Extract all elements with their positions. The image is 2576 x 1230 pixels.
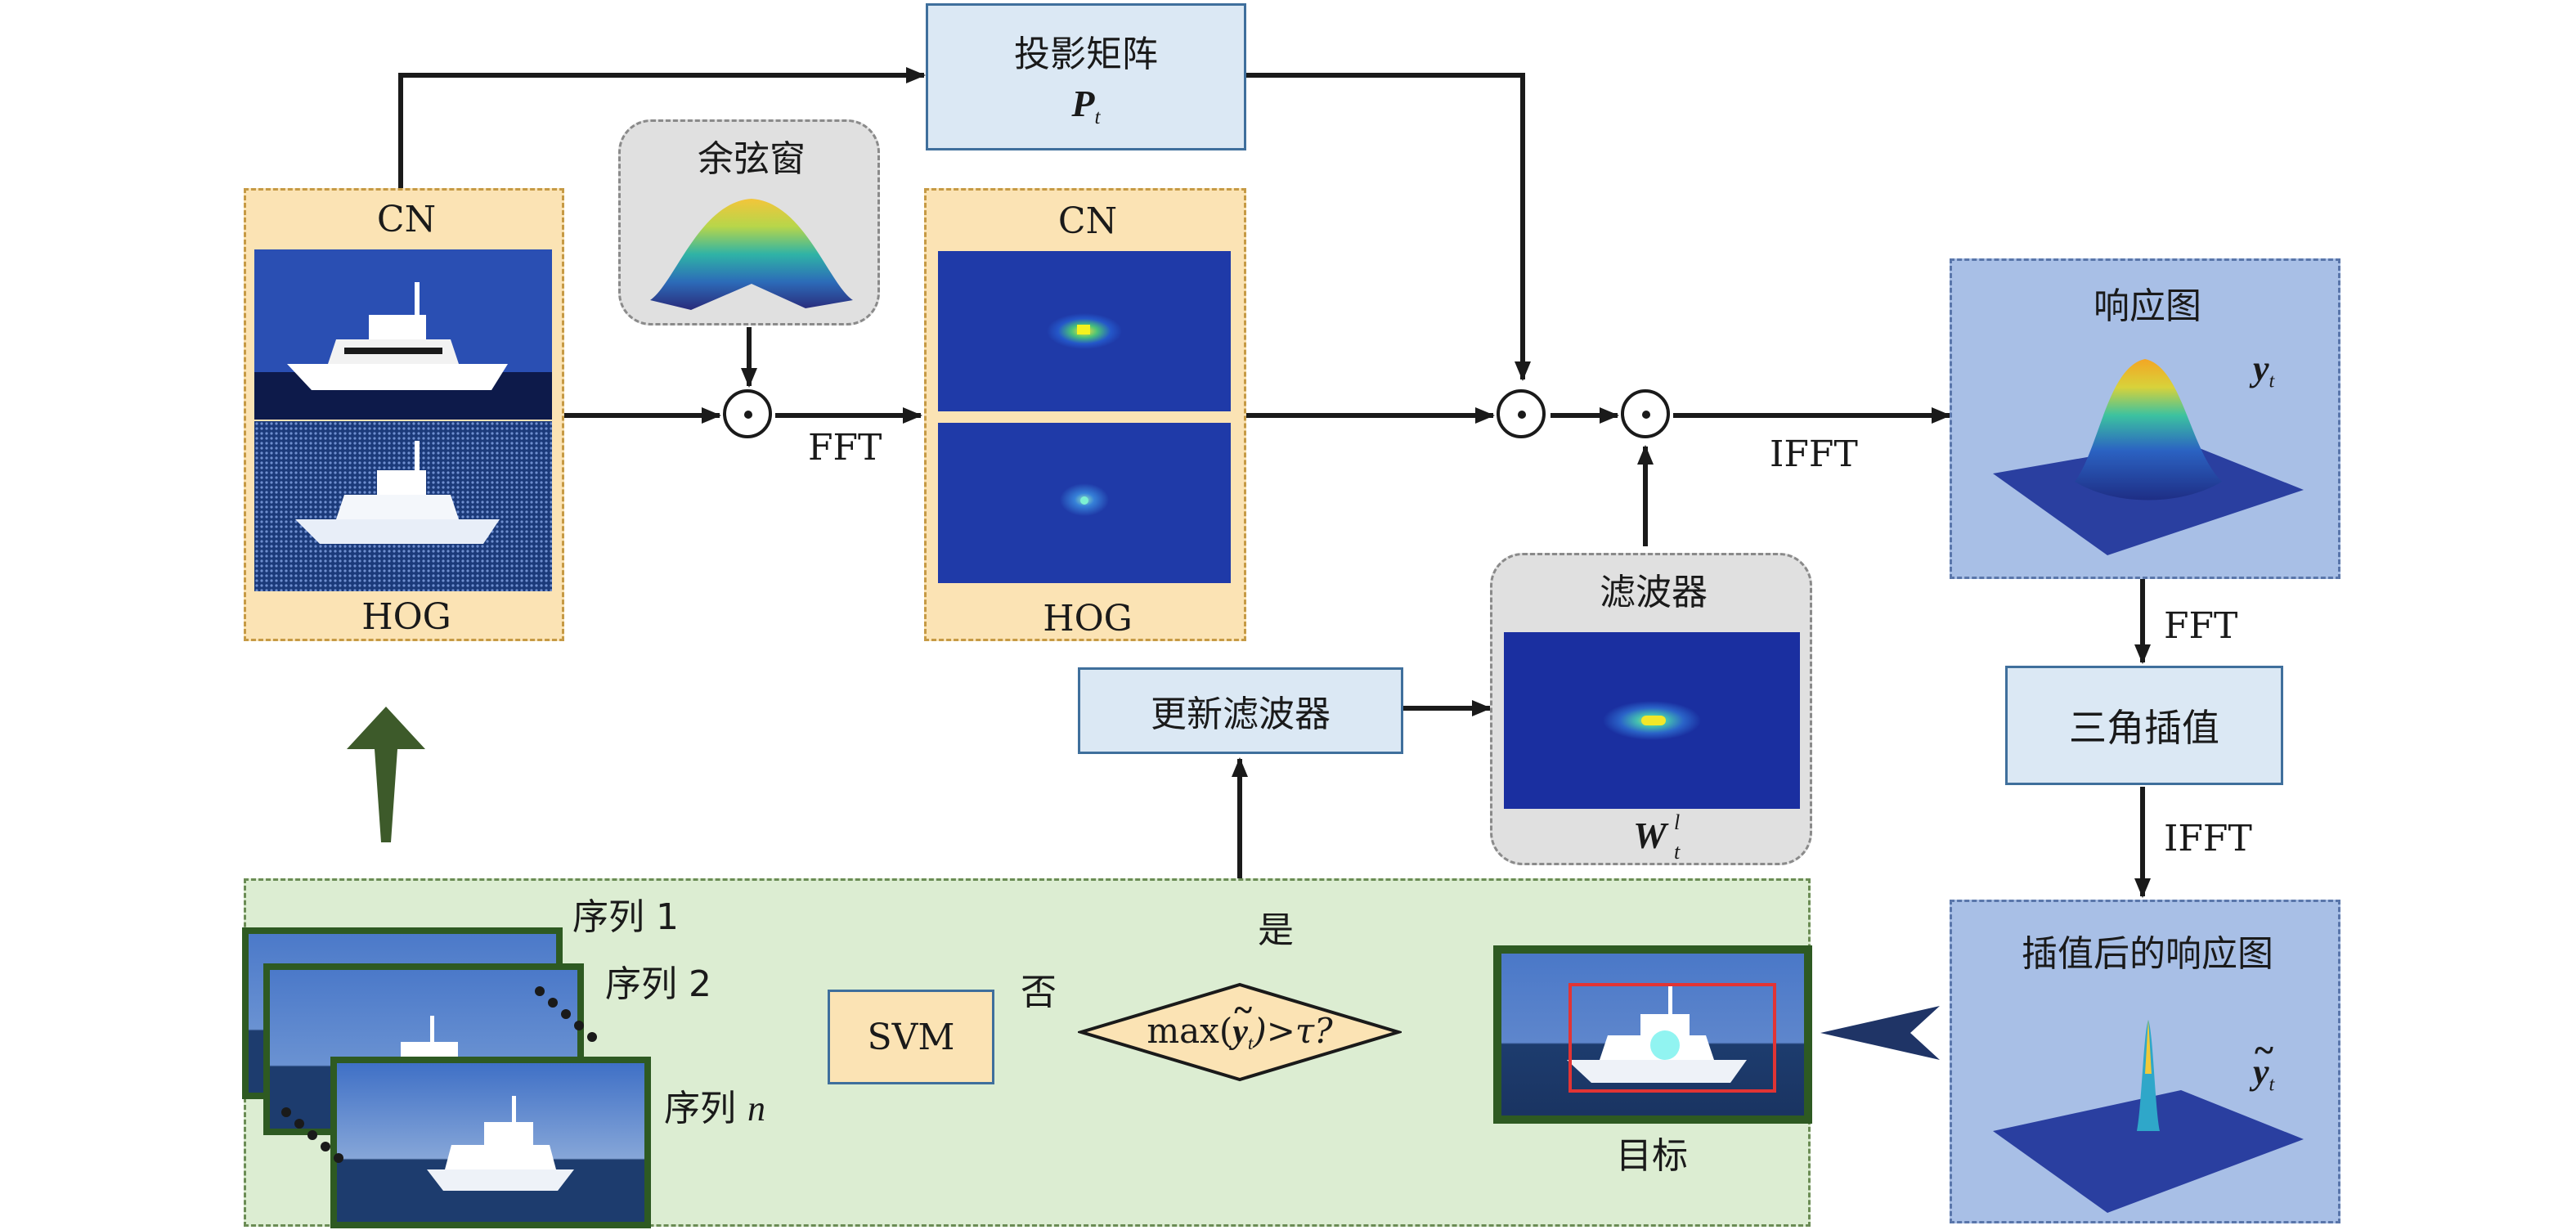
cosine-surface-icon	[650, 199, 853, 310]
triangular-interp-label: 三角插值	[2069, 706, 2219, 750]
fft-feature-frame: CN HOG	[924, 188, 1246, 641]
sequence-label-n-var: n	[747, 1089, 765, 1129]
input-cn-image	[254, 249, 552, 420]
sequence-frame-n	[330, 1057, 651, 1228]
response-symbol-text: y	[2253, 348, 2269, 388]
multiply-node-3	[1621, 389, 1670, 438]
multiply-dot-1	[744, 411, 752, 419]
fft-label-2: FFT	[2164, 605, 2238, 647]
response-map-label: 响应图	[2094, 285, 2201, 327]
input-cn-label: CN	[376, 199, 437, 240]
feature-hog-peak-icon	[1080, 496, 1088, 505]
yes-label: 是	[1258, 909, 1294, 951]
feature-cn-spectrum	[938, 251, 1231, 411]
update-filter-label: 更新滤波器	[1151, 694, 1331, 735]
filter-symbol-sup: l	[1674, 810, 1681, 834]
multiply-node-2	[1497, 389, 1546, 438]
filter-spectrum	[1504, 632, 1800, 809]
response-symbol-sub: t	[2269, 370, 2275, 393]
cosine-window-label: 余弦窗	[698, 138, 806, 180]
filter-peak-icon	[1641, 716, 1666, 725]
boat-hog-icon	[254, 421, 552, 591]
decision-tilde: ~	[1234, 992, 1253, 1030]
target-boat-icon	[1567, 983, 1776, 1093]
decision-symbol-sub: t	[1247, 1032, 1254, 1054]
multiply-node-1	[723, 389, 772, 438]
boat-cn-icon	[254, 282, 552, 420]
filter-symbol-text: W	[1633, 815, 1667, 856]
target-label: 目标	[1616, 1135, 1688, 1177]
feature-hog-spectrum	[938, 423, 1231, 583]
decision-symbol-text: y	[1232, 1013, 1248, 1051]
projection-matrix-symbol: Pt	[1071, 82, 1100, 129]
ifft-label-1: IFFT	[1770, 433, 1858, 475]
filter-symbol-sub: t	[1674, 840, 1681, 864]
decision-symbol: ~yt	[1232, 994, 1254, 1054]
interp-tilde: ~	[2255, 1030, 2273, 1071]
decision-post: )>τ?	[1253, 1011, 1333, 1051]
sequence-label-2: 序列 2	[605, 963, 711, 1005]
sequence-label-n: 序列 n	[664, 1091, 765, 1127]
filter-label: 滤波器	[1600, 572, 1708, 613]
input-hog-label: HOG	[361, 596, 451, 638]
response-map-symbol: yt	[2253, 351, 2274, 392]
projection-matrix-box: 投影矩阵 Pt	[926, 3, 1246, 150]
decision-diamond	[1078, 982, 1402, 1082]
interp-symbol-text: y	[2253, 1052, 2269, 1092]
ifft-label-2: IFFT	[2164, 818, 2252, 860]
interp-response-label: 插值后的响应图	[2022, 933, 2273, 975]
response-surface-icon	[1993, 359, 2304, 555]
triangular-interp-box: 三角插值	[2005, 666, 2283, 785]
interp-response-box: 插值后的响应图 ~ yt	[1950, 900, 2340, 1223]
left-arrow-icon	[1820, 1006, 1940, 1060]
edge-input-to-projection	[398, 67, 926, 188]
sequence-dots-icon	[281, 986, 597, 1163]
feature-cn-label: CN	[1057, 200, 1118, 242]
fft-label-1: FFT	[808, 427, 882, 469]
projection-symbol-text: P	[1071, 83, 1095, 125]
svm-box: SVM	[828, 990, 994, 1084]
svm-label: SVM	[867, 1016, 955, 1058]
up-arrow-icon	[347, 707, 425, 842]
update-filter-box: 更新滤波器	[1078, 667, 1403, 754]
sequence-boat-icon-n	[427, 1096, 574, 1191]
target-image	[1493, 945, 1812, 1124]
decision-pre: max(	[1147, 1011, 1233, 1051]
response-map-box: 响应图 yt	[1950, 258, 2340, 579]
cosine-window-box: 余弦窗	[618, 119, 880, 325]
no-label: 否	[1021, 972, 1057, 1013]
feature-cn-peak-icon	[1077, 325, 1090, 334]
multiply-dot-2	[1518, 411, 1526, 419]
interp-response-symbol: ~ yt	[2253, 1033, 2275, 1096]
projection-matrix-label: 投影矩阵	[1014, 34, 1158, 76]
interp-symbol-sub: t	[2269, 1073, 2275, 1096]
multiply-dot-3	[1642, 411, 1650, 419]
input-hog-image	[254, 421, 552, 591]
input-feature-frame: CN HOG	[244, 188, 564, 641]
projection-symbol-sub: t	[1094, 105, 1101, 128]
edge-projection-to-mult	[1246, 73, 1531, 381]
sequence-label-n-text: 序列	[664, 1088, 747, 1129]
interp-surface-icon	[1993, 1020, 2304, 1213]
sequence-label-1: 序列 1	[572, 896, 679, 938]
decision-label: max(~yt)>τ?	[1147, 994, 1333, 1054]
feature-hog-label: HOG	[1043, 598, 1133, 640]
